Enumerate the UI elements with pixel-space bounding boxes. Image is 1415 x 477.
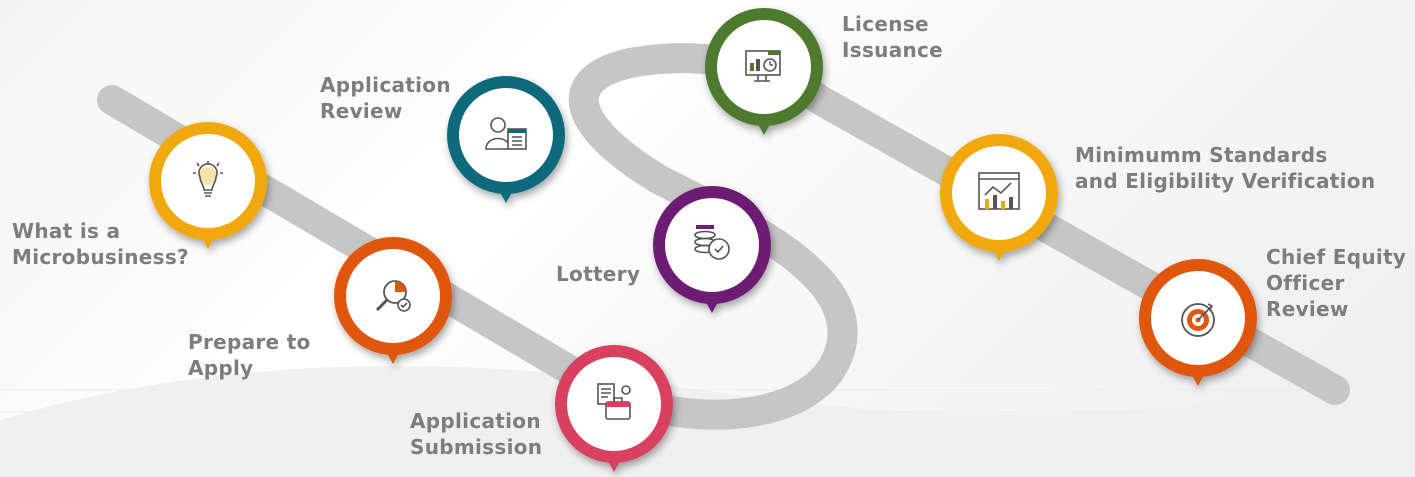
label-line: Submission <box>410 435 543 459</box>
label-line: Application <box>320 73 451 97</box>
label-line: Apply <box>188 356 254 380</box>
label-line: and Eligibility Verification <box>1075 169 1376 193</box>
step-label-license: License Issuance <box>842 11 943 63</box>
analytics-chart-icon <box>978 172 1020 210</box>
monitor-chart-icon <box>745 50 781 82</box>
step-label-review: Application Review <box>320 72 451 124</box>
label-line: Microbusiness? <box>12 245 189 269</box>
step-label-prepare: Prepare to Apply <box>188 329 311 381</box>
label-line: Chief Equity <box>1266 245 1407 269</box>
label-line: Application <box>410 409 541 433</box>
magnifier-check-icon <box>375 280 411 312</box>
label-line: Review <box>320 99 403 123</box>
step-label-standards: Minimumm Standards and Eligibility Verif… <box>1075 142 1375 194</box>
step-label-submission: Application Submission <box>410 408 542 460</box>
label-line: Officer <box>1266 271 1345 295</box>
coins-clock-icon <box>694 225 730 260</box>
briefcase-document-icon <box>597 383 631 420</box>
label-line: What is a <box>12 219 121 243</box>
label-line: Issuance <box>842 38 944 62</box>
reviewer-checklist-icon <box>485 117 527 150</box>
label-line: License <box>842 12 929 36</box>
step-pin-what-is <box>149 122 267 249</box>
step-label-chief: Chief Equity Officer Review <box>1266 244 1406 322</box>
step-label-what-is: What is a Microbusiness? <box>12 218 189 270</box>
step-pin-prepare <box>334 237 452 364</box>
step-pin-license <box>705 8 823 135</box>
label-line: Review <box>1266 297 1349 321</box>
road-path <box>97 43 1350 430</box>
step-label-lottery: Lottery <box>556 261 640 287</box>
label-line: Prepare to <box>188 330 311 354</box>
label-line: Minimumm Standards <box>1075 143 1328 167</box>
target-icon <box>1181 303 1215 337</box>
lightbulb-icon <box>193 161 223 197</box>
step-pin-standards <box>940 134 1058 261</box>
step-pin-review <box>447 76 565 203</box>
label-line: Lottery <box>556 262 641 286</box>
